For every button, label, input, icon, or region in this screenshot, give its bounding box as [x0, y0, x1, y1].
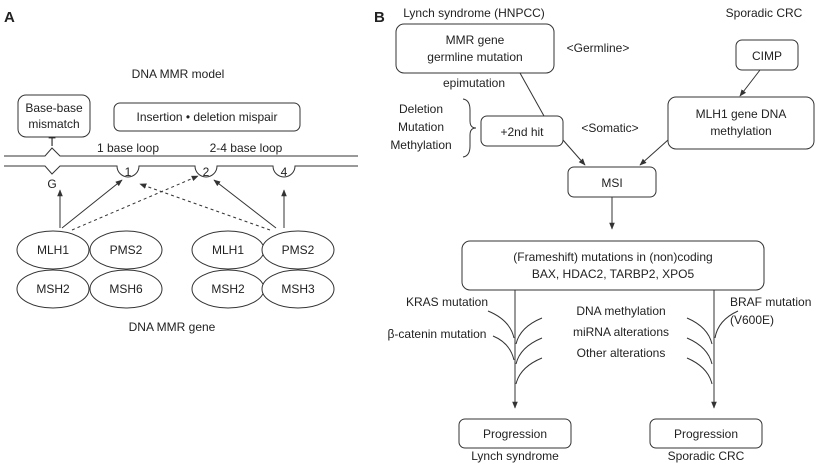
frameshift-line2: BAX, HDAC2, TARBP2, XPO5: [532, 267, 695, 281]
msi-label: MSI: [601, 176, 622, 190]
panel-a-letter: A: [4, 9, 15, 26]
dna-mmr-gene-title: DNA MMR gene: [129, 320, 216, 334]
beta-catenin-branch: [492, 335, 515, 361]
mutation-label: Mutation: [398, 120, 444, 134]
gene-ellipse-msh2-left: [16, 269, 90, 309]
cimp-label: CIMP: [752, 49, 782, 63]
gene-msh6: MSH6: [109, 282, 143, 296]
mmr-germline-box: [395, 23, 555, 74]
right-branch-other: [686, 357, 713, 385]
epimutation-label: epimutation: [443, 76, 505, 90]
gene-msh3: MSH3: [281, 282, 315, 296]
gene-ellipse-mlh1-left: [16, 230, 90, 270]
arrow-right-to-loop2: [213, 179, 277, 229]
insertion-deletion-box: [113, 102, 301, 132]
gene-msh2-right: MSH2: [211, 282, 245, 296]
lynch-progression-label: Progression: [483, 427, 547, 441]
loop-number-4: 4: [281, 165, 288, 179]
mlh1-methylation-box: [667, 96, 815, 150]
sporadic-crc-header: Sporadic CRC: [726, 6, 803, 20]
dna-top-strand: [4, 147, 358, 157]
frameshift-box: [461, 240, 765, 291]
kras-branch: [487, 310, 515, 339]
dashed-arrow-left-to-loop2: [71, 175, 199, 231]
gene-ellipse-pms2-right: [261, 230, 335, 270]
base-mismatch-line1: Base-base: [25, 101, 83, 115]
somatic-label: <Somatic>: [581, 121, 638, 135]
sporadic-progression-label: Progression: [674, 427, 738, 441]
mmr-gene-line1: MMR gene: [446, 33, 505, 47]
lynch-syndrome-label: Lynch syndrome: [471, 449, 559, 463]
germline-label: <Germline>: [567, 41, 630, 55]
methylation-label: Methylation: [390, 138, 451, 152]
panel-b: B Lynch syndrome (HNPCC) Sporadic CRC MM…: [374, 6, 815, 463]
lynch-hnpcc-header: Lynch syndrome (HNPCC): [403, 6, 545, 20]
dna-bottom-strand: [4, 165, 358, 178]
gene-mlh1-left: MLH1: [37, 243, 69, 257]
second-hit-label: +2nd hit: [500, 125, 544, 139]
arrow-cimp-to-mlh1: [739, 69, 761, 97]
gene-ellipse-msh6: [89, 269, 163, 309]
g-base-label: G: [47, 177, 56, 191]
dashed-arrow-right-to-loop1: [139, 183, 271, 231]
panel-b-letter: B: [374, 9, 385, 26]
loop-number-1: 1: [125, 165, 132, 179]
bracket: [462, 98, 477, 158]
gene-ellipse-pms2-left: [89, 230, 163, 270]
mlh1-line2: methylation: [710, 124, 771, 138]
cimp-box: [735, 39, 799, 71]
left-branch-mirna: [515, 337, 543, 365]
gene-pms2-right: PMS2: [282, 243, 315, 257]
mmr-gene-line2: germline mutation: [427, 50, 522, 64]
beta-catenin-mutation-label: β-catenin mutation: [388, 327, 487, 341]
arrow-second-hit-to-msi: [562, 139, 586, 166]
left-branch-methylation: [515, 317, 543, 345]
sporadic-progression-box: [649, 418, 763, 449]
loop-number-2: 2: [203, 165, 210, 179]
right-branch-methylation: [686, 317, 713, 345]
t-base-label: T: [48, 135, 56, 149]
sporadic-crc-footer-label: Sporadic CRC: [668, 449, 745, 463]
gene-msh2-left: MSH2: [36, 282, 70, 296]
right-branch-mirna: [686, 337, 713, 365]
other-alterations-label: Other alterations: [577, 346, 666, 360]
mlh1-line1: MLH1 gene DNA: [696, 107, 787, 121]
gene-ellipse-msh3: [261, 269, 335, 309]
braf-mutation-line2: (V600E): [730, 313, 774, 327]
kras-mutation-label: KRAS mutation: [406, 295, 488, 309]
two-four-base-loop-label: 2-4 base loop: [210, 141, 283, 155]
base-mismatch-box: [17, 94, 91, 138]
germline-to-second-hit-line: [519, 72, 545, 117]
gene-pms2-left: PMS2: [110, 243, 143, 257]
dna-mmr-model-title: DNA MMR model: [132, 67, 225, 81]
arrow-mlh1-to-msi: [639, 139, 669, 166]
base-mismatch-line2: mismatch: [28, 117, 79, 131]
braf-mutation-line1: BRAF mutation: [730, 295, 811, 309]
left-branch-other: [515, 357, 543, 385]
dna-methylation-label: DNA methylation: [576, 304, 665, 318]
mirna-alterations-label: miRNA alterations: [573, 325, 669, 339]
frameshift-line1: (Frameshift) mutations in (non)coding: [513, 250, 712, 264]
braf-branch: [714, 310, 739, 339]
one-base-loop-label: 1 base loop: [97, 141, 159, 155]
deletion-label: Deletion: [399, 102, 443, 116]
second-hit-box: [480, 115, 564, 147]
panel-a: A DNA MMR model Base-base mismatch Inser…: [4, 9, 358, 334]
arrow-left-to-loop1: [61, 179, 123, 229]
insertion-deletion-label: Insertion • deletion mispair: [137, 110, 278, 124]
lynch-progression-box: [458, 418, 572, 449]
gene-mlh1-right: MLH1: [212, 243, 244, 257]
